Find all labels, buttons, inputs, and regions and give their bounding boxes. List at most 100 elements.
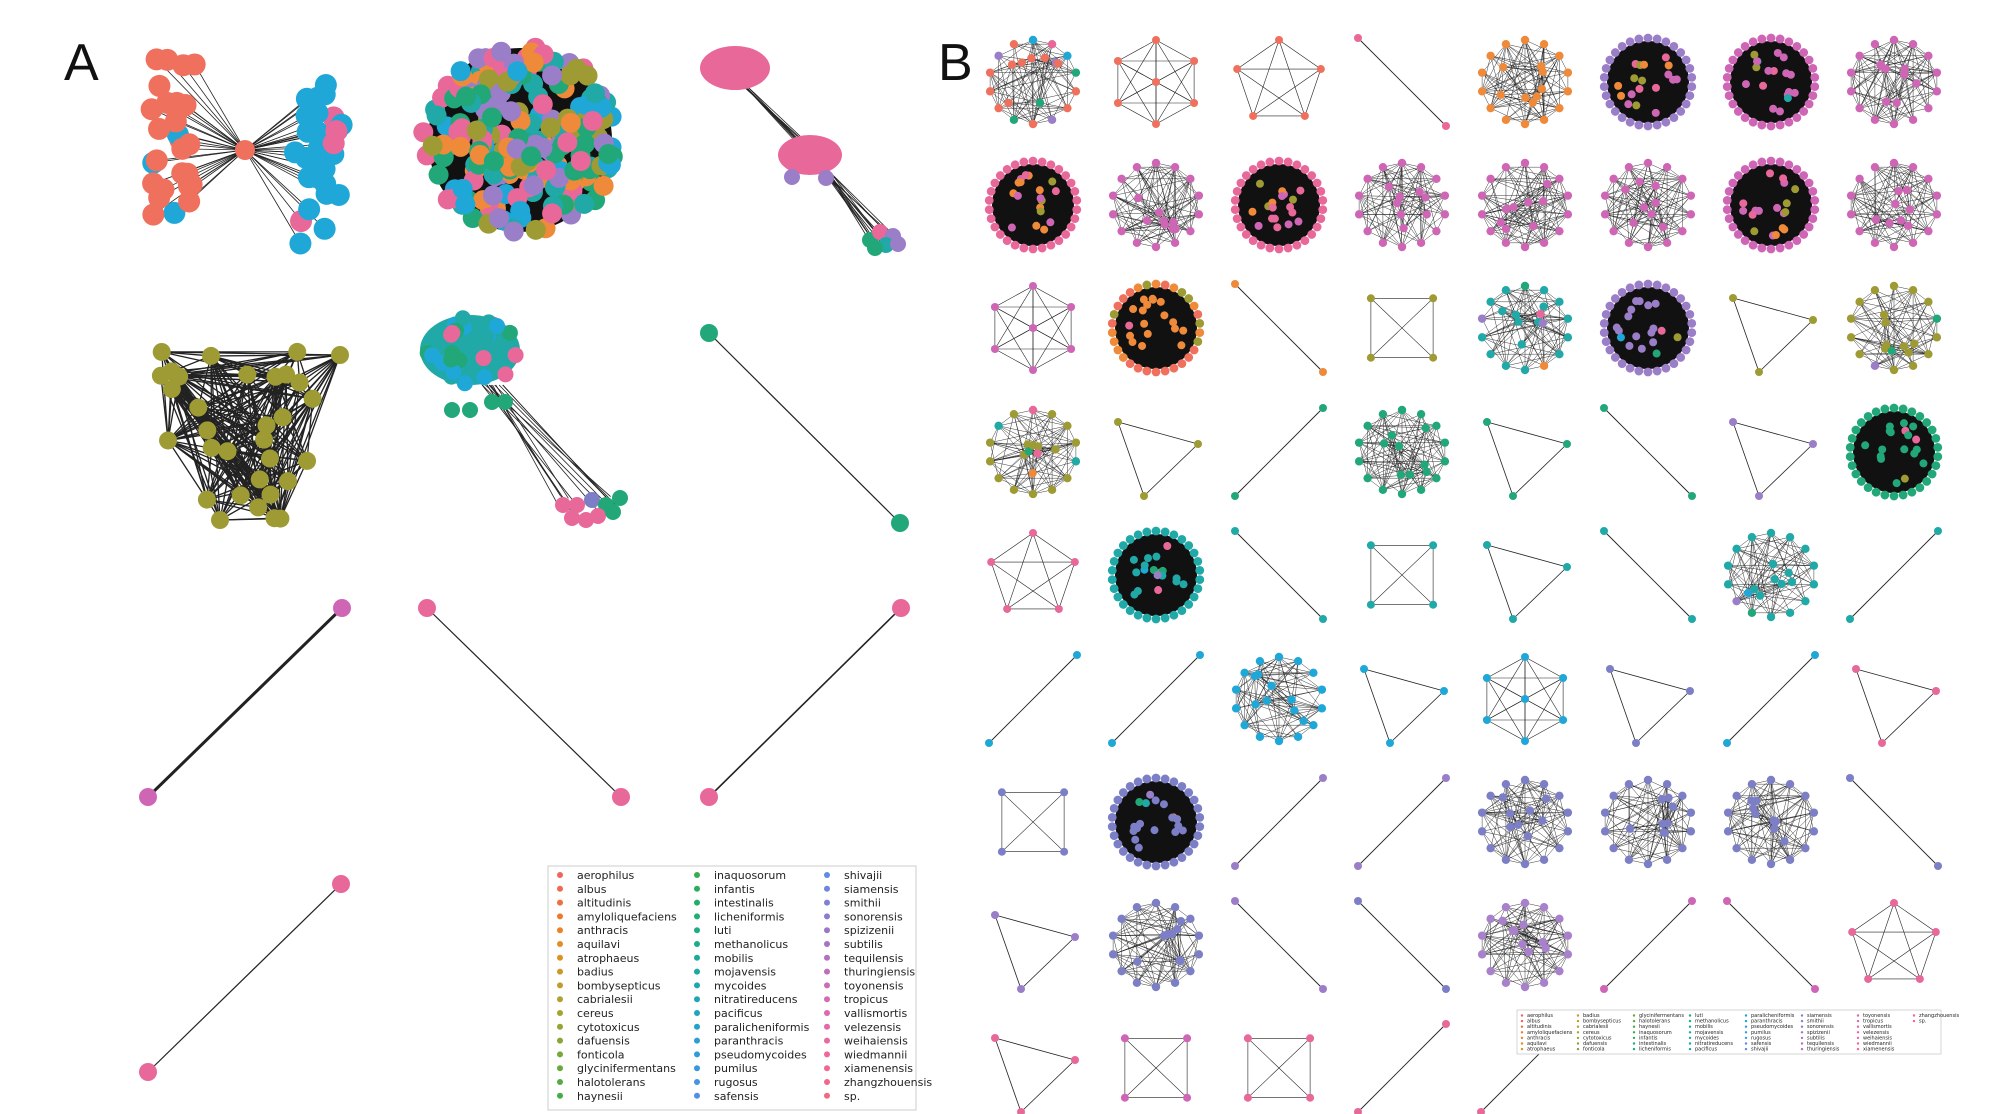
network-b-r2c6	[1600, 158, 1696, 252]
network-node	[1863, 483, 1873, 492]
network-edge	[1512, 566, 1568, 620]
network-edge	[1255, 656, 1280, 705]
network-b-r7c5	[1477, 775, 1573, 869]
network-edge	[1609, 668, 1691, 692]
network-node	[1169, 777, 1179, 787]
network-node	[1931, 928, 1940, 937]
network-node	[1486, 51, 1495, 61]
network-edge	[1524, 698, 1564, 721]
network-edge	[1510, 826, 1526, 865]
network-node	[1007, 60, 1017, 69]
network-node	[1432, 473, 1441, 483]
network-edge	[1510, 810, 1531, 828]
network-node	[1757, 34, 1767, 44]
network-node	[1599, 328, 1609, 337]
network-node	[1855, 226, 1864, 236]
network-edge	[1728, 565, 1789, 574]
network-edge	[1647, 798, 1663, 865]
network-edge	[1382, 414, 1402, 475]
network-node	[1662, 855, 1672, 865]
network-edge	[1358, 167, 1384, 215]
network-edge	[1509, 813, 1526, 865]
network-edge	[1883, 314, 1915, 344]
network-edge	[147, 883, 342, 1073]
legend-marker	[824, 954, 830, 961]
network-node	[1028, 405, 1038, 415]
network-node	[1283, 243, 1293, 253]
network-edge	[1759, 584, 1814, 596]
network-node	[1555, 174, 1564, 184]
network-node	[1523, 831, 1532, 841]
network-edge	[989, 39, 1034, 73]
network-node	[1032, 221, 1041, 230]
network-edge	[1514, 902, 1526, 932]
network-edge	[1486, 698, 1526, 721]
network-node	[1193, 557, 1203, 566]
network-node	[1748, 37, 1758, 47]
network-edge	[1482, 935, 1560, 972]
network-edge	[989, 72, 1041, 104]
network-edge	[146, 606, 344, 799]
network-node	[1733, 107, 1743, 116]
network-node	[997, 847, 1006, 856]
network-edge	[1643, 178, 1683, 208]
network-node	[1599, 73, 1609, 82]
network-edge	[1359, 445, 1400, 462]
network-edge	[1482, 924, 1524, 936]
network-node	[1477, 931, 1487, 940]
network-node	[1609, 226, 1618, 236]
network-node	[1664, 61, 1673, 70]
network-edge	[1013, 57, 1045, 120]
network-node	[489, 318, 506, 335]
network-edge	[244, 149, 310, 178]
network-node	[1514, 317, 1523, 326]
network-node	[1643, 121, 1653, 131]
network-node	[1908, 39, 1918, 49]
network-node	[1555, 103, 1564, 113]
network-node	[1610, 48, 1620, 57]
network-node	[1067, 345, 1076, 353]
network-node	[1170, 902, 1180, 912]
network-node	[1126, 331, 1135, 340]
network-node	[612, 788, 630, 806]
network-node	[288, 342, 307, 361]
network-node	[1617, 113, 1627, 122]
network-node	[1138, 306, 1147, 315]
network-edge	[1784, 784, 1791, 842]
network-node	[1013, 191, 1022, 200]
network-edge	[1020, 1059, 1076, 1113]
network-node	[1386, 739, 1394, 747]
network-node	[1514, 820, 1523, 829]
network-node	[1780, 837, 1789, 846]
network-edge	[1529, 795, 1560, 811]
network-b-r2c3	[1230, 156, 1328, 254]
network-node	[1142, 527, 1152, 537]
network-edge	[1540, 313, 1568, 319]
network-node	[1851, 469, 1861, 479]
network-node	[1748, 160, 1758, 170]
network-edge	[1505, 906, 1560, 920]
network-node	[1747, 779, 1757, 789]
network-edge	[1257, 656, 1280, 675]
legend-label: cytotoxicus	[577, 1021, 640, 1034]
network-edge	[1542, 820, 1560, 849]
network-node	[145, 149, 168, 172]
network-node	[1539, 115, 1549, 125]
network-edge	[1893, 39, 1897, 103]
legend-label: inaquosorum	[714, 869, 786, 882]
network-edge	[1874, 167, 1877, 220]
legend-label: shivajii	[844, 869, 882, 882]
network-node	[593, 175, 614, 196]
network-edge	[1359, 413, 1422, 443]
network-node	[1378, 238, 1388, 248]
network-edge	[1481, 337, 1507, 366]
network-edge	[1291, 699, 1322, 709]
network-edge	[1893, 209, 1911, 248]
legend-marker	[1856, 1025, 1860, 1028]
network-a-pair-1	[139, 599, 351, 806]
network-node	[428, 164, 449, 185]
network-node	[1151, 526, 1161, 536]
network-node	[1539, 978, 1549, 988]
network-edge	[1736, 600, 1791, 614]
network-edge	[1736, 532, 1772, 602]
